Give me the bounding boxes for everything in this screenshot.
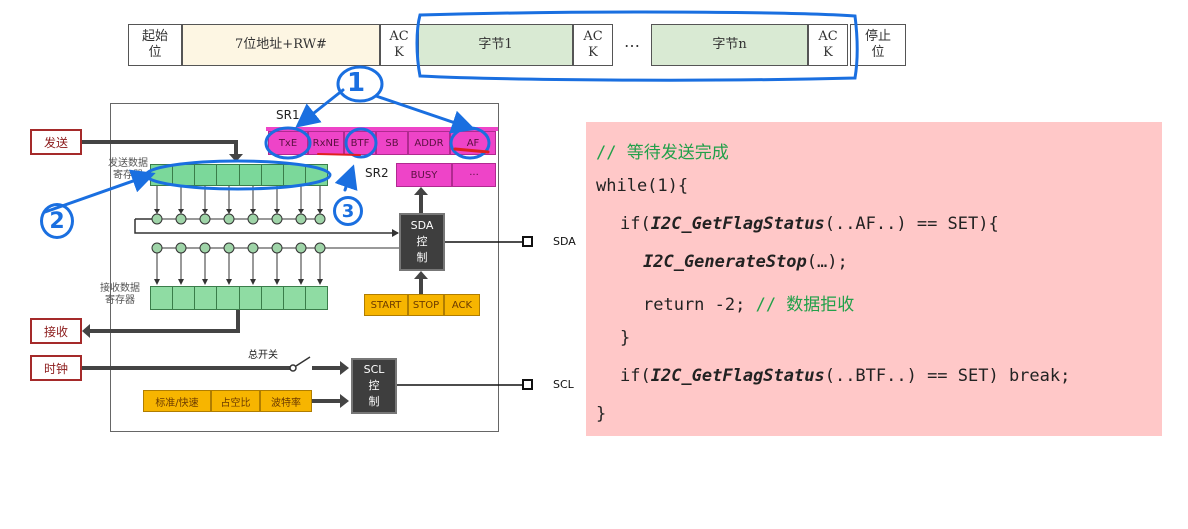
- code-generate-stop: I2C_GenerateStop(…);: [643, 252, 848, 272]
- clock-box: 时钟: [30, 355, 82, 381]
- txe-circle: [264, 126, 312, 160]
- af-circle: [449, 126, 491, 160]
- sr1-label: SR1: [276, 108, 300, 122]
- flag-addr: ADDR: [408, 131, 450, 155]
- frame-byte-n: 字节n: [651, 24, 808, 66]
- stop-bit-box: STOP: [408, 294, 444, 316]
- code-if-btf: if(I2C_GetFlagStatus(..BTF..) == SET) br…: [620, 366, 1071, 386]
- annotation-1: 1: [347, 68, 366, 98]
- frame-stop-bit: 停止 位: [850, 24, 906, 66]
- receive-box: 接收: [30, 318, 82, 344]
- scl-controller: SCL 控 制: [351, 358, 397, 414]
- sda-pin: [522, 236, 533, 247]
- rx-data-register: [150, 286, 328, 310]
- sr2-label: SR2: [365, 166, 389, 180]
- sda-controller: SDA 控 制: [399, 213, 445, 271]
- annotation-1-circle: [336, 65, 384, 103]
- code-close-while: }: [596, 404, 607, 424]
- annotation-3: 3: [333, 196, 363, 226]
- sda-pin-label: SDA: [553, 235, 576, 248]
- code-if-af: if(I2C_GetFlagStatus(..AF..) == SET){: [620, 214, 999, 234]
- frame-ack-1: AC K: [380, 24, 418, 66]
- code-close-if: }: [620, 328, 631, 348]
- sr1-bar: [266, 127, 498, 131]
- code-return: return -2; // 数据拒收: [643, 295, 855, 315]
- code-while: while(1){: [596, 176, 689, 196]
- rx-register-label: 接收数据 寄存器: [100, 283, 140, 306]
- flag-busy: BUSY: [396, 163, 452, 187]
- frame-address: 7位地址+RW#: [182, 24, 380, 66]
- highlight-bytes: [415, 10, 859, 82]
- code-panel: // 等待发送完成 while(1){ if(I2C_GetFlagStatus…: [586, 122, 1162, 436]
- scl-duty-box: 占空比: [211, 390, 260, 412]
- scl-pin-label: SCL: [553, 378, 574, 391]
- frame-start-bit: 起始 位: [128, 24, 182, 66]
- frame-byte-1: 字节1: [418, 24, 573, 66]
- receive-path: [86, 310, 240, 333]
- annotation-2: 2: [40, 203, 74, 239]
- frame-ellipsis: …: [624, 32, 640, 51]
- scl-pin: [522, 379, 533, 390]
- master-switch-label: 总开关: [248, 350, 278, 361]
- flag-txe: TxE: [268, 131, 308, 155]
- btf-circle: [344, 127, 378, 159]
- frame-ack-3: AC K: [808, 24, 848, 66]
- tx-data-register: [150, 164, 328, 186]
- scl-baud-box: 波特率: [260, 390, 312, 412]
- ack-bit-box: ACK: [444, 294, 480, 316]
- frame-ack-2: AC K: [573, 24, 613, 66]
- code-comment-wait: // 等待发送完成: [596, 143, 729, 163]
- start-bit-box: START: [364, 294, 408, 316]
- tx-register-label: 发送数据 寄存器: [108, 158, 148, 181]
- flag-more: ···: [452, 163, 496, 187]
- scl-speed-box: 标准/快速: [143, 390, 211, 412]
- send-box: 发送: [30, 129, 82, 155]
- send-path: [82, 140, 238, 158]
